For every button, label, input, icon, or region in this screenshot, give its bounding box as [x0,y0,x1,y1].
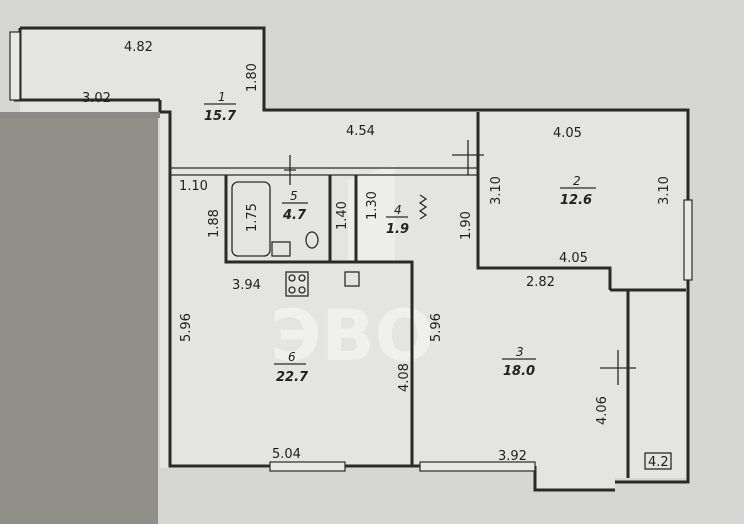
watermark-logo [348,165,395,260]
window-bottom-mid [419,461,536,472]
dim-label: 4.06 [595,396,610,425]
toilet-icon [305,231,319,249]
wall-room2 [476,112,612,290]
window-bottom-left [269,461,346,472]
radiator-icon [418,194,428,220]
dim-label: 3.92 [498,449,527,464]
dim-label: 4.05 [559,251,588,266]
marker-cross [284,155,296,185]
dim-label: 1.10 [179,179,208,194]
room-number: 2 [573,174,581,188]
dim-label: 1.90 [459,211,474,240]
dim-label: 1.30 [365,191,380,220]
apartment-floor [20,30,686,490]
dim-label: 4.82 [124,40,153,55]
window-right [683,199,693,281]
sink-icon [271,241,291,257]
dim-label: 1.88 [207,209,222,238]
dim-label: 5.96 [179,313,194,342]
stove-burner [298,286,306,294]
watermark-text: ЭВО [270,295,434,377]
stove-burner [288,274,296,282]
room-area: 12.6 [560,193,592,208]
dim-label: 3.10 [489,176,504,205]
adjacent-apartment [0,112,158,524]
room-area: 22.7 [276,370,309,385]
room-area: 18.0 [503,364,535,379]
wall-balcony [610,288,686,478]
balcony-tag [644,452,672,470]
window-left-top [9,31,21,101]
room-area: 15.7 [204,109,237,124]
room-number: 3 [516,345,524,359]
dim-label: 4.05 [553,126,582,141]
dim-label: 3.02 [82,91,111,106]
dim-label: 5.04 [272,447,301,462]
marker-cross [452,140,484,175]
adjacent-apartment-top [0,112,160,118]
wall-bath [224,175,414,268]
wall-wc [328,175,358,262]
marker-cross [600,350,636,385]
room-number: 5 [290,189,298,203]
outer-wall [20,26,690,484]
stove-icon [285,271,309,297]
dim-label: 1.80 [245,63,260,92]
dim-label: 3.10 [657,176,672,205]
sink-icon [344,271,360,287]
room-number: 6 [288,350,296,364]
room-number: 1 [218,90,226,104]
room-area: 4.7 [282,208,307,223]
room-number: 4 [394,203,402,217]
dim-label: 2.82 [526,275,555,290]
outer-wall-bottom [160,110,615,492]
dim-label: 5.96 [429,313,444,342]
dim-label: 4.08 [397,363,412,392]
dim-label: 3.94 [232,278,261,293]
wall-corridor [170,167,478,176]
bathtub-icon [231,181,271,257]
dim-label: 1.75 [245,203,260,232]
stove-burner [288,286,296,294]
balcony-area: 4.2 [648,455,669,470]
dim-label: 4.54 [346,124,375,139]
stove-burner [298,274,306,282]
room-area: 1.9 [386,222,409,237]
dim-label: 1.40 [335,201,350,230]
